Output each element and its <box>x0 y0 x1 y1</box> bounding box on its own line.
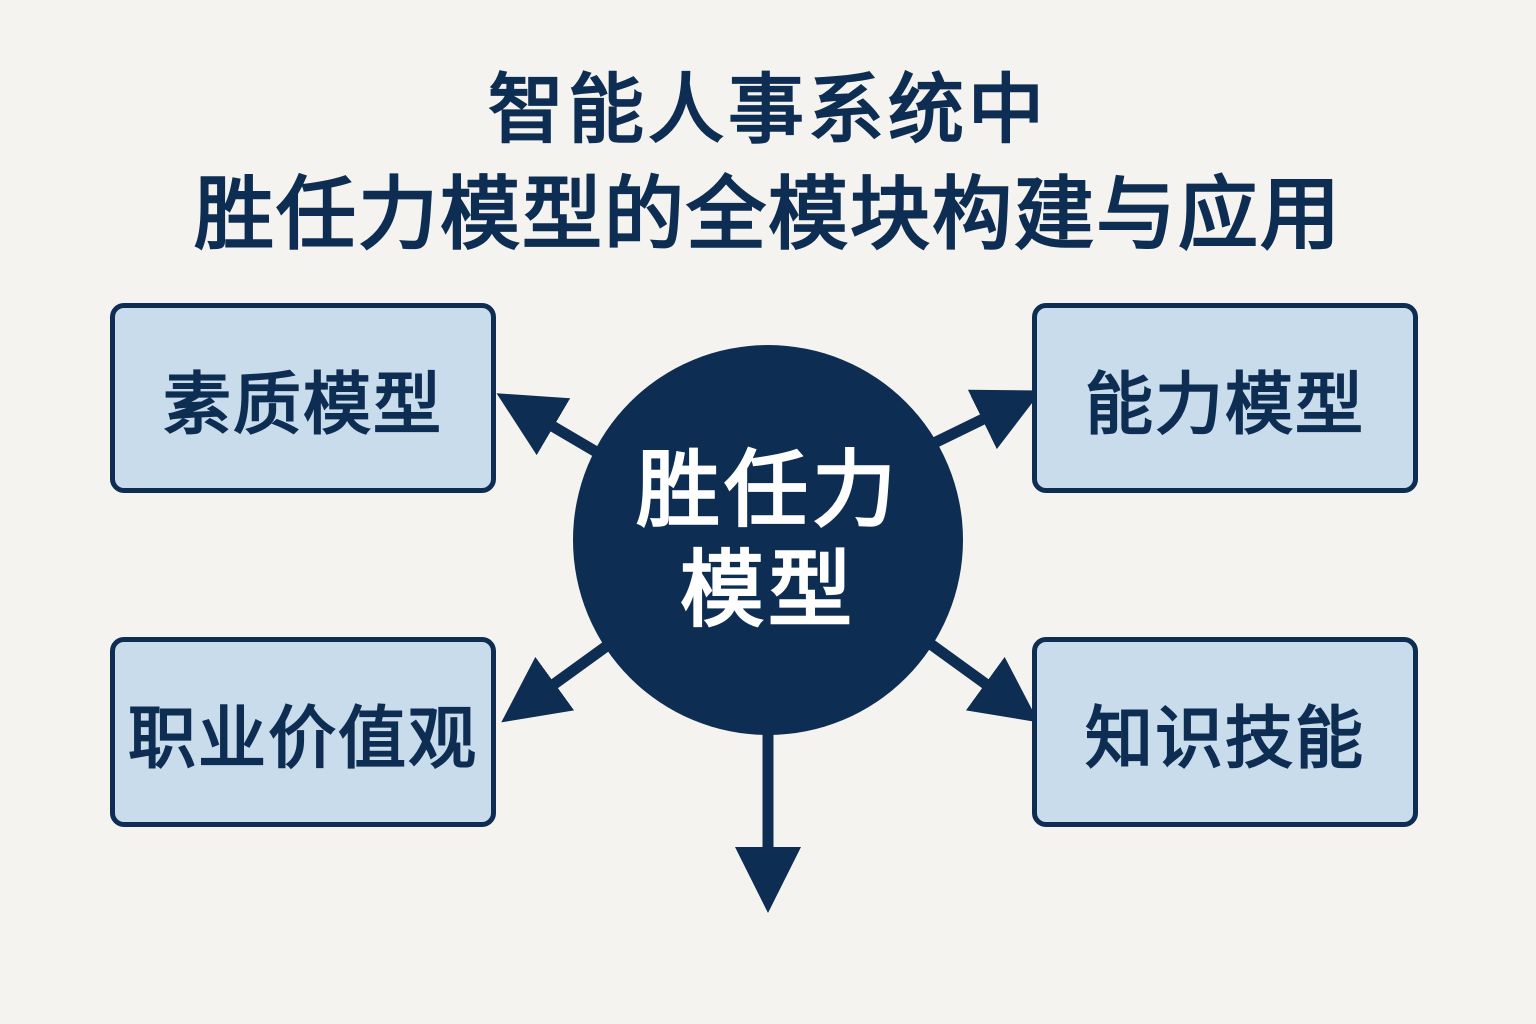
center-label-line-1: 胜任力 <box>635 441 900 539</box>
module-box-top-left: 素质模型 <box>110 303 496 493</box>
center-label-line-2: 模型 <box>679 541 856 639</box>
module-box-top-right: 能力模型 <box>1032 303 1418 493</box>
arrow-to-bottom-left <box>501 635 619 723</box>
title-line-2: 胜任力模型的全模块构建与应用 <box>194 168 1342 261</box>
module-box-bottom-left: 职业价值观 <box>110 637 496 827</box>
arrow-to-bottom-right <box>921 635 1039 723</box>
module-label: 职业价值观 <box>127 699 478 779</box>
module-label: 能力模型 <box>1084 365 1365 445</box>
module-label: 知识技能 <box>1084 699 1365 779</box>
title-line-1: 智能人事系统中 <box>488 65 1048 154</box>
center-circle: 胜任力 模型 <box>573 345 963 735</box>
module-label: 素质模型 <box>162 365 443 445</box>
arrow-to-top-right <box>927 389 1042 450</box>
module-box-bottom-right: 知识技能 <box>1032 637 1418 827</box>
